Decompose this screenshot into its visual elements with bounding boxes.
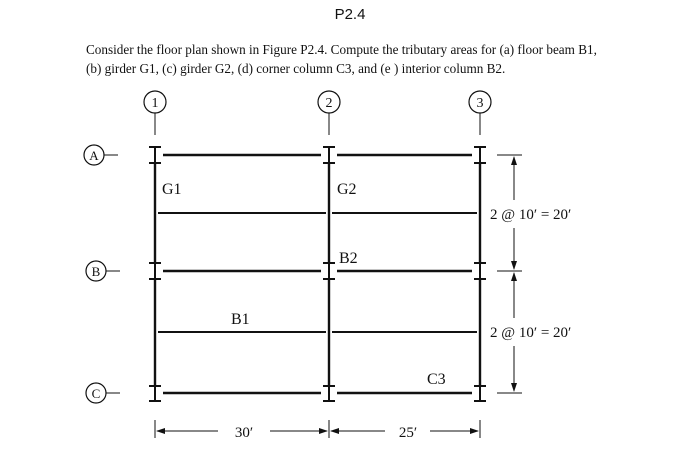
dimension-bay-bottom: 2 @ 10′ = 20′	[490, 325, 571, 341]
label-b2: B2	[339, 250, 358, 267]
column-symbols	[149, 146, 486, 402]
problem-line-2: (b) girder G1, (c) girder G2, (d) corner…	[86, 61, 506, 76]
dimension-span-right: 25′	[399, 425, 417, 441]
grid-label-a: A	[89, 148, 99, 163]
grid-label-3: 3	[477, 96, 484, 111]
label-c3: C3	[427, 371, 446, 388]
grid-label-b: B	[92, 264, 101, 279]
grid-label-c: C	[92, 386, 101, 401]
problem-line-1: Consider the floor plan shown in Figure …	[86, 42, 597, 57]
grid-label-1: 1	[152, 96, 159, 111]
grid-label-2: 2	[326, 96, 333, 111]
dimension-bay-top: 2 @ 10′ = 20′	[490, 207, 571, 223]
problem-statement: Consider the floor plan shown in Figure …	[86, 40, 686, 78]
dimension-span-left: 30′	[235, 425, 253, 441]
label-b1: B1	[231, 311, 250, 328]
dimension-arrowheads	[156, 156, 517, 434]
horizontal-dimension-lines	[154, 420, 481, 438]
vertical-dimension-lines	[497, 154, 522, 394]
label-g2: G2	[337, 181, 357, 198]
problem-number: P2.4	[334, 6, 366, 23]
label-g1: G1	[162, 181, 182, 198]
